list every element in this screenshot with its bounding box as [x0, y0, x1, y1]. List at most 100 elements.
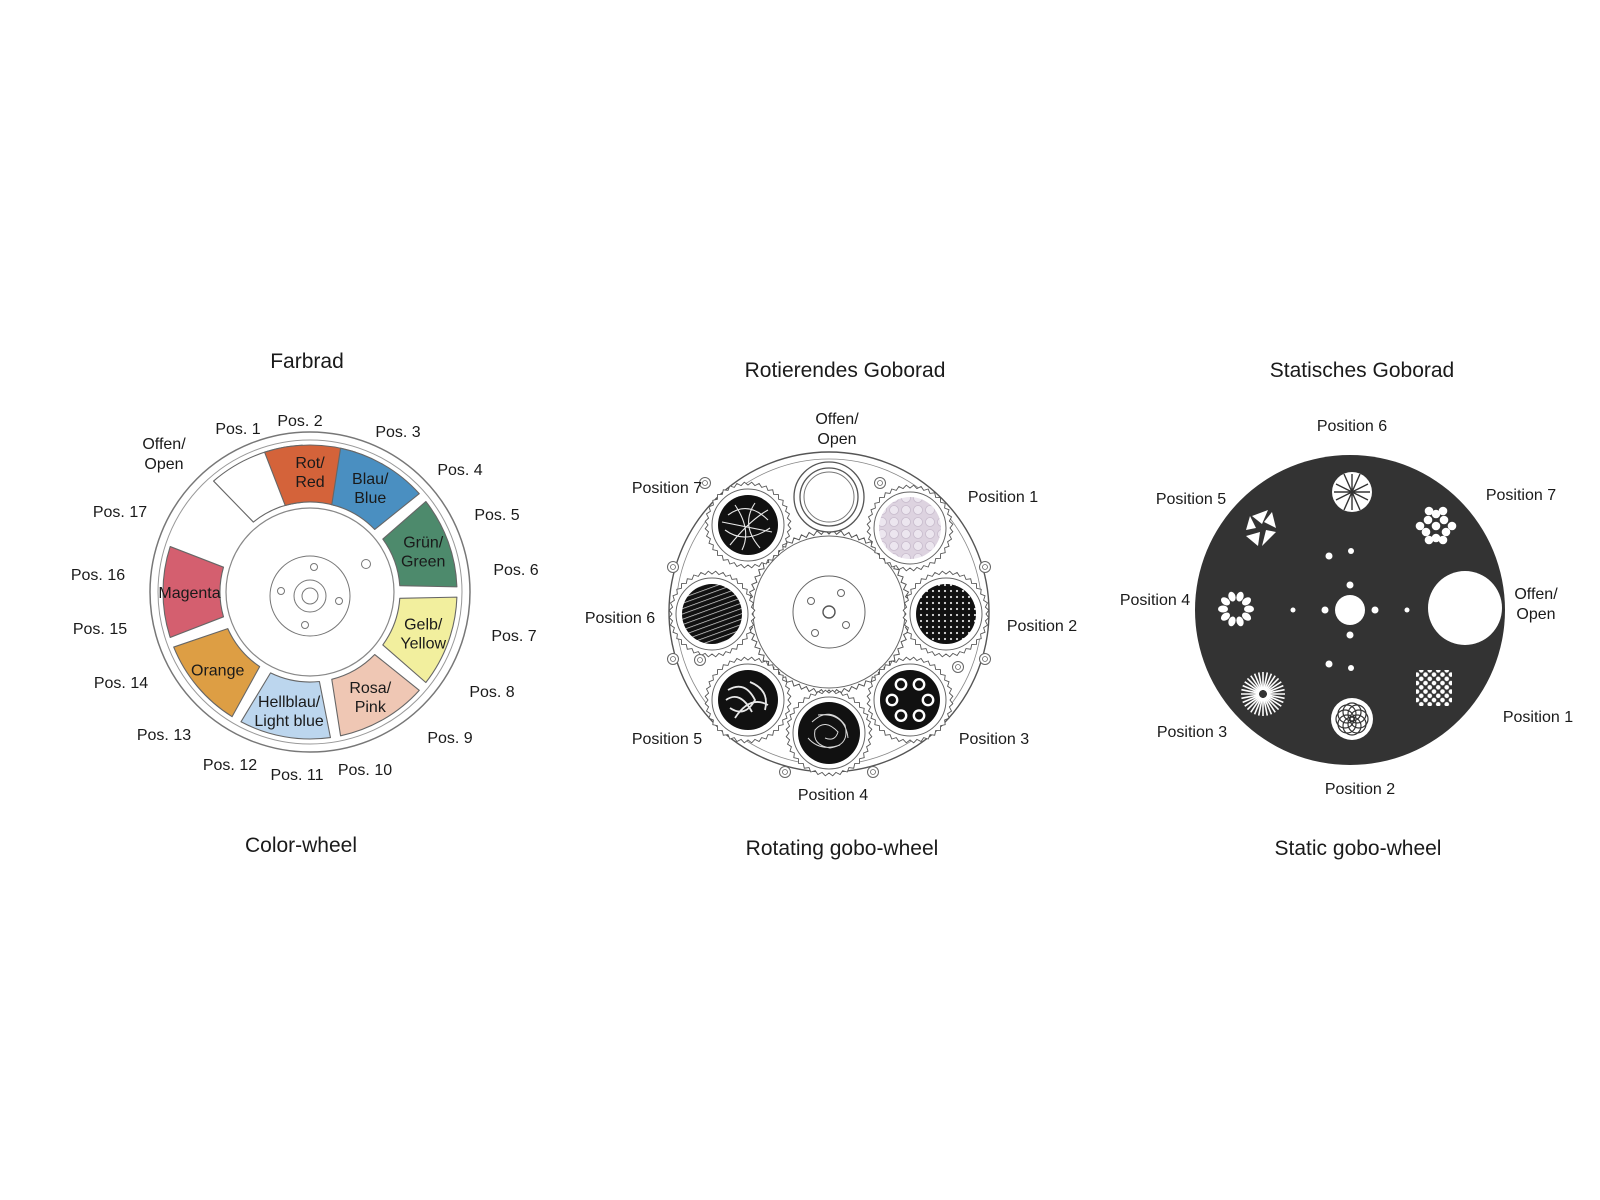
gobo-ray: [1257, 672, 1264, 691]
color-segment-label: Green: [401, 553, 445, 570]
gobo-ray: [1263, 673, 1273, 691]
screw-hole: [877, 480, 883, 486]
screw-hole: [782, 769, 788, 775]
color-segment-label: Blue: [354, 490, 386, 507]
static-wheel-labels: Position 6 Position 7 Position 5 Positio…: [1120, 418, 1573, 798]
color-segment-label: Red: [295, 474, 324, 491]
gobo-dot: [1431, 509, 1441, 519]
rw-position-label: Position 7: [632, 480, 702, 497]
gobo-dot-ring: [912, 709, 926, 722]
gobo-dot: [1439, 515, 1449, 525]
color-segment-label: Hellblau/: [258, 694, 321, 711]
sw-position-label: Position 7: [1486, 487, 1556, 504]
color-segment-label: Magenta: [158, 585, 220, 602]
sw-open-label: Offen/: [1514, 586, 1558, 603]
screw-hole: [982, 564, 988, 570]
color-segment-label: Light blue: [254, 713, 323, 730]
gobo-ray: [1244, 695, 1261, 707]
sw-position-label: Position 4: [1120, 592, 1190, 609]
gobo-3-ring-dots-icon: [880, 670, 940, 730]
cw-pos-label: Pos. 1: [215, 421, 260, 438]
screw-icon: [979, 561, 991, 573]
gobo-petal: [1228, 591, 1236, 602]
gobo-ray: [1241, 688, 1260, 695]
cw-pos-label: Pos. 10: [338, 762, 392, 779]
color-wheel-title-de: Farbrad: [270, 350, 344, 373]
screw-icon: [867, 766, 879, 778]
gobo-dot: [1431, 533, 1441, 543]
gobo-ray: [1265, 695, 1282, 707]
color-segment-label: Gelb/: [404, 617, 443, 634]
static-wheel-title-en: Static gobo-wheel: [1275, 837, 1442, 860]
cw-pos-label: Pos. 12: [203, 757, 257, 774]
cw-pos-label: Pos. 13: [137, 727, 191, 744]
cw-pos-label: Pos. 6: [493, 562, 538, 579]
open-slot: [793, 461, 865, 533]
color-segment-label: Blau/: [352, 471, 389, 488]
color-wheel-inner-rim: [157, 439, 463, 745]
gobo-4-scribble-icon: [798, 702, 860, 764]
gobo-dot: [1431, 521, 1441, 531]
gobo-7-tangled-lines-icon: [718, 495, 778, 555]
gobo-petal: [1244, 605, 1254, 613]
gobo-ray: [1241, 693, 1260, 700]
cw-pos-label: Pos. 8: [469, 684, 514, 701]
gobo-ray: [1250, 675, 1262, 692]
gobo-petal: [1228, 616, 1236, 627]
gobo-petal: [1220, 612, 1231, 621]
static-wheel-title-de: Statisches Goborad: [1270, 359, 1454, 382]
gobo-dot-ring: [894, 709, 908, 722]
screw-icon: [699, 477, 711, 489]
gobo-ray: [1253, 673, 1263, 691]
color-filter-segment: [382, 596, 458, 684]
screw-hole: [982, 656, 988, 662]
hub-screw-icon: [807, 597, 815, 605]
gobo-3-dots: [885, 678, 935, 722]
screw-hole: [702, 480, 708, 486]
color-segment-label: Yellow: [400, 636, 446, 653]
screw-icon: [667, 561, 679, 573]
gobo-dot: [1424, 535, 1434, 545]
cw-pos-label: Pos. 7: [491, 628, 536, 645]
rw-position-label: Position 4: [798, 787, 868, 804]
cw-pos-label: Pos. 9: [427, 730, 472, 747]
sw-open-label: Open: [1516, 606, 1555, 623]
static-open-hole: [1428, 571, 1502, 645]
static-gobo-7-dot-cluster-icon: [1415, 506, 1457, 545]
static-gobo-6-mesh-icon: [1332, 472, 1372, 512]
gobo-dot: [1438, 506, 1448, 516]
sw-position-label: Position 6: [1317, 418, 1387, 435]
gobo-ray: [1257, 697, 1264, 716]
gobo-ray: [1266, 688, 1285, 695]
static-gobo-5-pinwheel-icon: [1246, 510, 1276, 546]
screw-icon: [979, 653, 991, 665]
screw-icon: [779, 766, 791, 778]
gobo-ray: [1266, 684, 1284, 694]
gobo-dot-ring: [912, 678, 926, 691]
rw-open-label: Open: [817, 431, 856, 448]
screw-icon: [952, 661, 964, 673]
gobo-petal: [1236, 616, 1244, 627]
color-segment-label: Orange: [191, 662, 244, 679]
rw-position-label: Position 1: [968, 489, 1038, 506]
color-wheel-title-en: Color-wheel: [245, 834, 357, 857]
center-hub-hole: [822, 605, 836, 619]
color-filter-segment: [331, 653, 420, 737]
cw-pos-label: Pos. 5: [474, 507, 519, 524]
rotating-wheel-title-de: Rotierendes Goborad: [745, 359, 946, 382]
gobo-dot: [1438, 535, 1448, 545]
sw-position-label: Position 2: [1325, 781, 1395, 798]
rotating-wheel-title-en: Rotating gobo-wheel: [746, 837, 939, 860]
gobo-patterns: [682, 495, 976, 764]
gobo-ray: [1264, 675, 1276, 692]
color-wheel-hub: [269, 555, 371, 637]
color-segment-label: Rosa/: [349, 680, 391, 697]
gobo-dot: [1441, 527, 1451, 537]
cw-pos-label: Pos. 14: [94, 675, 148, 692]
gobo-2-dot-field-icon: [916, 584, 976, 644]
gobo-ray: [1265, 677, 1280, 692]
cw-pos-label: Pos. 17: [93, 504, 147, 521]
sw-position-label: Position 5: [1156, 491, 1226, 508]
gobo-6-streaks-icon: [682, 584, 742, 644]
